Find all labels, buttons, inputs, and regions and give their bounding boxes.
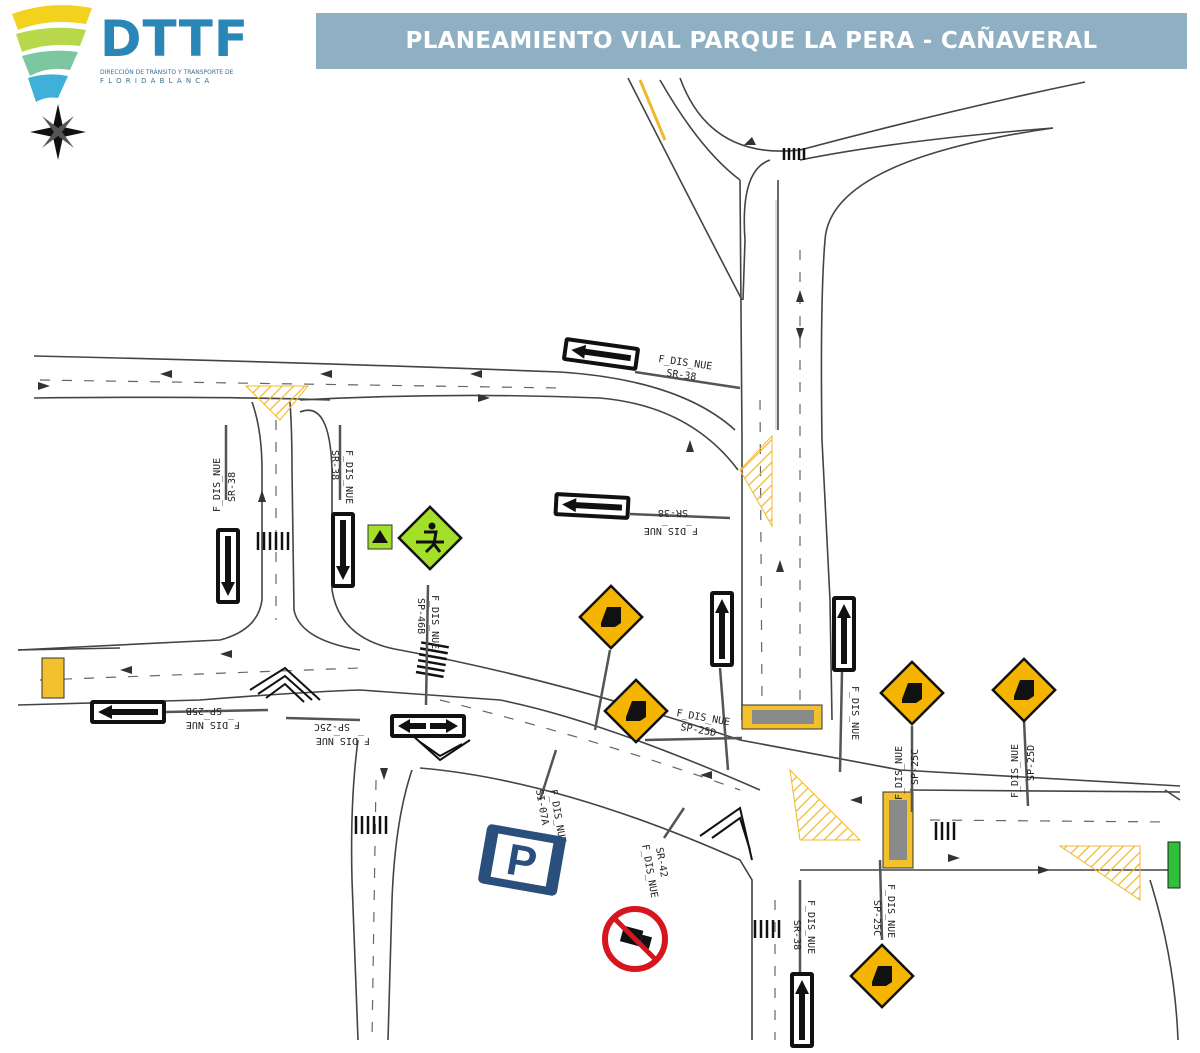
one-way-sign-up [832,596,856,672]
sign-label-code: F_DIS_NUE [186,719,240,730]
one-way-sign-down [331,512,355,588]
road-narrows-warning-sign [578,584,644,650]
two-way-arrows-sign [390,714,466,738]
sign-label-ref: SI-07A [533,789,550,826]
chevron-islands [249,666,753,861]
sign-label-code: F_DIS_NUE [212,458,223,512]
page-title: PLANEAMIENTO VIAL PARQUE LA PERA - CAÑAV… [405,28,1098,54]
sign-label-code: F_DIS_NUE [1010,744,1021,798]
sign-label-ref: SR-38 [658,507,688,518]
sign-label-ref: SR-38 [666,368,697,383]
sign-label-ref: SP-25B [186,705,222,716]
sign-label-code: F_DIS_NUE [316,735,370,746]
pedestrian-plaque-icon [367,524,393,550]
compass-rose-icon [30,104,86,160]
road-narrows-warning-sign [879,660,945,726]
road-narrows-warning-sign [991,657,1057,723]
one-way-sign-up [790,972,814,1048]
sign-label-ref: SP-25C [871,900,882,936]
road-network [17,77,1181,1041]
pavement-arrows [38,137,1050,874]
title-banner: PLANEAMIENTO VIAL PARQUE LA PERA - CAÑAV… [316,13,1187,69]
sign-label-code: F_DIS_NUE [343,450,354,504]
one-way-sign-down [216,528,240,604]
road-narrows-warning-sign [849,943,915,1009]
sign-label-code: F_DIS_NUE [849,686,860,740]
sign-label-code: F_DIS_NUE [805,900,816,954]
sign-annotations: F_DIS_NUE SR-38 F_DIS_NUE SR-38 F_DIS_NU… [186,354,1037,954]
sign-label-code: F_DIS_NUE [894,746,905,800]
logo: DTTF DIRECCIÓN DE TRÁNSITO Y TRANSPORTE … [0,0,260,102]
sign-label-ref: SR-38 [329,450,340,480]
sign-label-ref: SP-46B [415,598,426,634]
no-trucks-sign [602,906,668,972]
sign-label-ref: SR-38 [791,920,802,950]
logo-subtitle-city: FLORIDABLANCA [100,77,214,85]
parking-sign: P [478,824,566,896]
one-way-sign-left [553,492,631,520]
sign-label-code: F_DIS_NUE [885,884,896,938]
sign-label-ref: SP-25C [314,721,350,732]
sign-label-code: F_DIS_NUE [644,525,698,536]
sign-label-ref: SP-25D [1026,745,1037,781]
sign-label-ref: SP-25C [910,749,921,785]
one-way-sign-left [90,700,166,724]
sign-label-code: F_DIS_NUE [429,595,440,649]
hatched-islands [41,79,1181,901]
logo-subtitle: DIRECCIÓN DE TRÁNSITO Y TRANSPORTE DE [100,69,234,76]
one-way-sign-left [561,336,641,372]
crosswalks [256,148,956,938]
one-way-sign-up [710,591,734,667]
lane-markings [39,250,1171,1041]
sign-label-ref: SR-42 [653,847,669,879]
logo-brand-text: DTTF [100,10,250,68]
sign-label-ref: SR-38 [227,472,238,502]
sign-poles [164,370,1030,975]
pedestrian-crossing-sign [397,505,463,571]
logo-emblem-icon [12,5,92,102]
